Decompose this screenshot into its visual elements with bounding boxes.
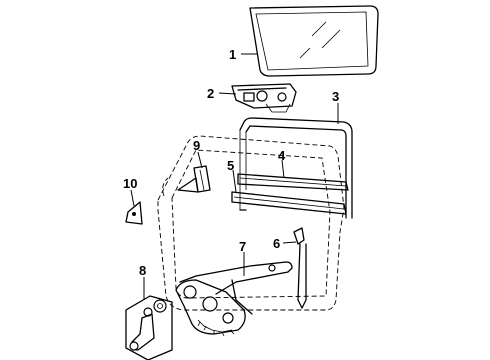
- glass-channel-bracket: [231, 83, 297, 113]
- rear-guide-clip: [293, 227, 307, 309]
- belt-weatherstrip-lower: [231, 191, 347, 215]
- callout-2: 2: [207, 86, 214, 101]
- corner-bracket: [177, 165, 211, 193]
- window-regulator: [175, 261, 293, 337]
- glass-run-channel: [239, 117, 353, 219]
- mirror-patch: [125, 201, 143, 225]
- callout-8: 8: [139, 263, 146, 278]
- callout-9: 9: [193, 138, 200, 153]
- regulator-handle-set: [125, 295, 173, 360]
- leader-lines: [130, 53, 339, 300]
- door-glass: [249, 5, 379, 77]
- callout-7: 7: [239, 239, 246, 254]
- callout-10: 10: [123, 176, 137, 191]
- callout-1: 1: [229, 47, 236, 62]
- callout-4: 4: [278, 148, 286, 163]
- callout-5: 5: [227, 158, 234, 173]
- door-outline: [157, 135, 345, 311]
- callout-6: 6: [273, 236, 280, 251]
- belt-weatherstrip-upper: [237, 173, 349, 191]
- callout-3: 3: [332, 89, 339, 104]
